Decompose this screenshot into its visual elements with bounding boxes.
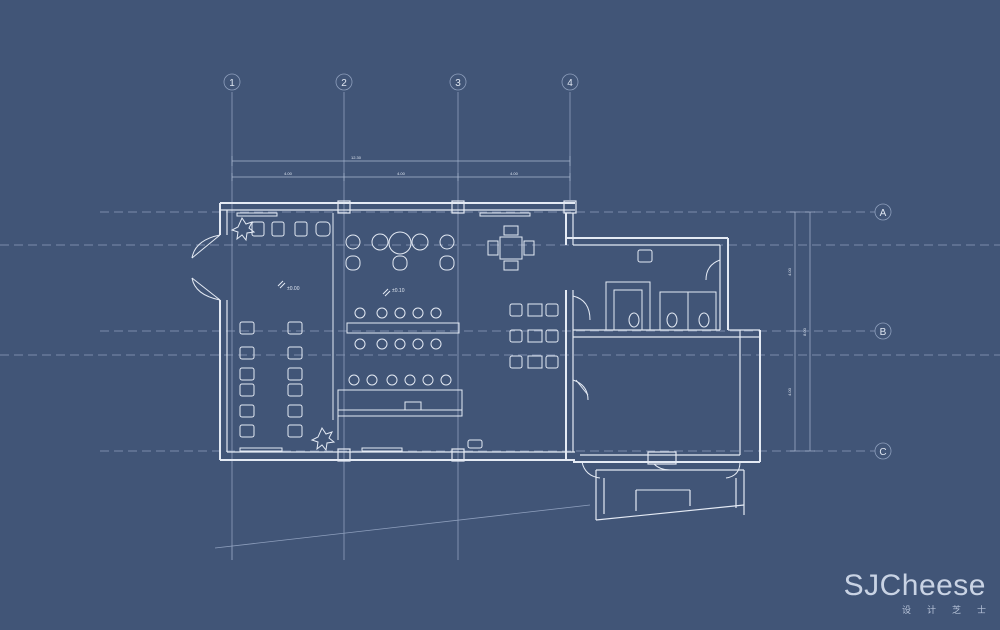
column-axis-4: 4 <box>561 73 579 91</box>
column-axis-2: 2 <box>335 73 353 91</box>
watermark-logo: SJCheese <box>843 569 986 602</box>
row-axis-a: A <box>874 203 892 221</box>
dimension-right: 4.00 4.00 8.00 <box>787 211 815 452</box>
column-label-4: 4 <box>567 78 573 89</box>
level-label-1: ±0.00 <box>287 286 300 292</box>
dimension-right-overall: 8.00 <box>802 327 807 336</box>
column-axis-3: 3 <box>449 73 467 91</box>
row-axis-b: B <box>874 322 892 340</box>
entrance-doors <box>191 234 221 301</box>
row-axis-c: C <box>874 442 892 460</box>
watermark-subtitle: 设计芝士 <box>901 606 1000 616</box>
row-label-a: A <box>880 208 887 219</box>
windows <box>236 212 531 452</box>
dimension-right-1: 4.00 <box>787 267 792 276</box>
furniture-right <box>467 225 559 449</box>
dimension-span-1: 4.00 <box>284 171 293 176</box>
column-label-2: 2 <box>341 78 347 89</box>
dimension-span-3: 4.00 <box>510 171 519 176</box>
level-marker-2: ±0.10 <box>382 288 405 297</box>
furniture-left: ±0.00 <box>230 216 336 452</box>
grid-lines <box>0 92 1000 560</box>
dimension-right-2: 4.00 <box>787 387 792 396</box>
dimension-span-2: 4.00 <box>397 171 406 176</box>
column-axis-1: 1 <box>223 73 241 91</box>
level-marker-1: ±0.00 <box>277 280 300 292</box>
column-label-1: 1 <box>229 78 235 89</box>
dimension-top: 12.30 4.00 4.00 4.00 <box>231 155 571 181</box>
level-label-2: ±0.10 <box>392 288 405 294</box>
building-walls <box>219 200 761 521</box>
row-label-b: B <box>880 327 887 338</box>
row-label-c: C <box>879 447 886 458</box>
restrooms <box>572 249 741 479</box>
watermark: SJCheese 设计芝士 <box>843 569 986 617</box>
furniture-middle: ±0.10 <box>337 231 463 440</box>
dimension-overall: 12.30 <box>351 155 362 160</box>
column-label-3: 3 <box>455 78 461 89</box>
